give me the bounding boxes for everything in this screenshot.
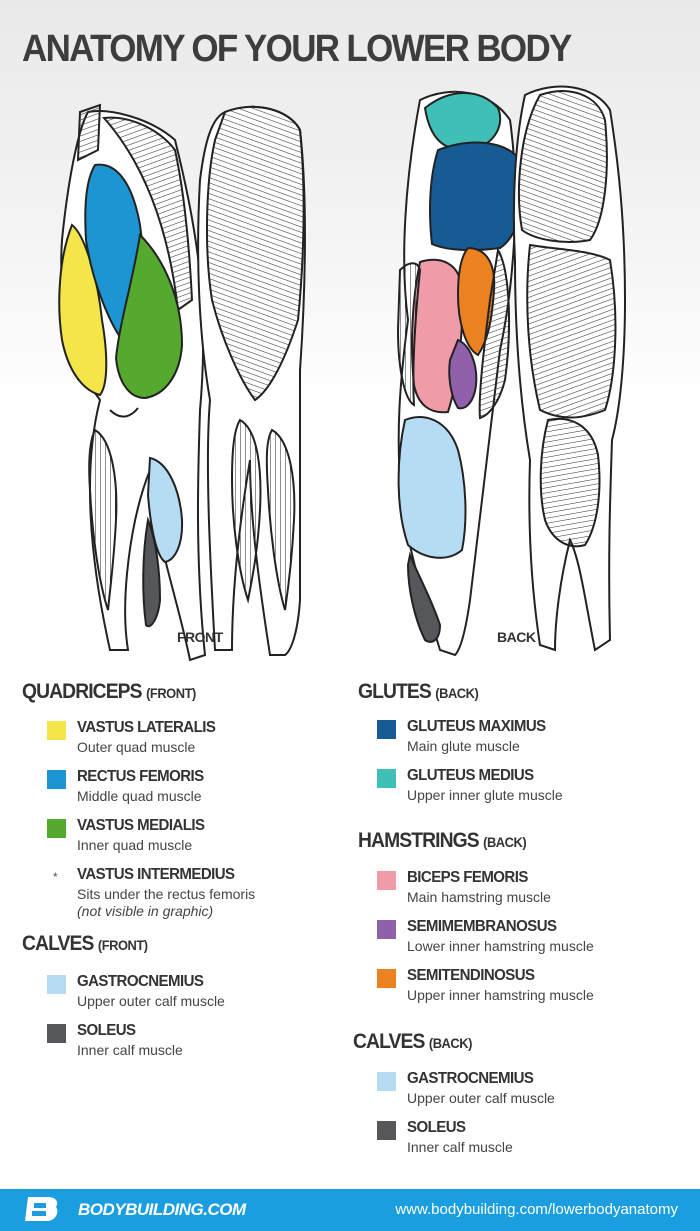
legend-item-name: RECTUS FEMORIS [77, 768, 204, 785]
legend-item-name: SOLEUS [407, 1119, 466, 1136]
legend-item-desc: Inner calf muscle [407, 1139, 513, 1155]
glutes-subtitle: (BACK) [435, 685, 479, 701]
legend-item-desc: Upper outer calf muscle [407, 1090, 555, 1106]
legend-item-name: GLUTEUS MEDIUS [407, 767, 534, 784]
gastrocnemius-swatch [47, 975, 66, 994]
legend-item-name: SEMIMEMBRANOSUS [407, 918, 557, 935]
hamstrings-heading: HAMSTRINGS (BACK) [358, 829, 541, 853]
legend-item-desc: Inner calf muscle [77, 1042, 183, 1058]
quadriceps-title: QUADRICEPS [22, 680, 143, 703]
gluteus-medius-swatch [377, 769, 396, 788]
legend-item-name: BICEPS FEMORIS [407, 869, 528, 886]
legend-item-name: GLUTEUS MAXIMUS [407, 718, 546, 735]
gluteus-maximus-swatch [377, 720, 396, 739]
legend-item-note: (not visible in graphic) [77, 903, 214, 919]
legend-item-name: GASTROCNEMIUS [77, 973, 204, 990]
calves-back-title: CALVES [353, 1030, 425, 1053]
calves-front-heading: CALVES (FRONT) [22, 932, 159, 956]
vastus-medialis-swatch [47, 819, 66, 838]
legend-item-desc: Main glute muscle [407, 738, 520, 754]
legend-item-desc: Outer quad muscle [77, 739, 196, 755]
front-view [58, 103, 306, 662]
bodybuilding-logo-icon[interactable] [22, 1195, 62, 1225]
asterisk-marker: * [53, 870, 58, 884]
vastus-lateralis-swatch [47, 721, 66, 740]
calves-front-subtitle: (FRONT) [97, 937, 148, 953]
quadriceps-heading: QUADRICEPS (FRONT) [22, 680, 211, 704]
glutes-title: GLUTES [358, 680, 432, 703]
back-view-label: BACK [497, 629, 536, 645]
calves-front-title: CALVES [22, 932, 94, 955]
back-view [396, 85, 627, 657]
footer-bar: BODYBUILDING.COM www.bodybuilding.com/lo… [0, 1189, 700, 1231]
soleus-swatch [47, 1024, 66, 1043]
hamstrings-title: HAMSTRINGS [358, 829, 480, 852]
calves-back-subtitle: (BACK) [428, 1035, 472, 1051]
legend-item-desc: Upper inner hamstring muscle [407, 987, 594, 1003]
legend-item-name: VASTUS LATERALIS [77, 719, 216, 736]
legend-item-desc: Lower inner hamstring muscle [407, 938, 594, 954]
gastrocnemius-swatch [377, 1072, 396, 1091]
biceps-femoris-swatch [377, 871, 396, 890]
soleus-swatch [377, 1121, 396, 1140]
legend-item-name: VASTUS INTERMEDIUS [77, 866, 235, 883]
legend-item-name: VASTUS MEDIALIS [77, 817, 205, 834]
hamstrings-subtitle: (BACK) [483, 834, 527, 850]
quadriceps-subtitle: (FRONT) [146, 685, 196, 701]
legend-item-desc: Sits under the rectus femoris [77, 886, 256, 902]
page-title: ANATOMY OF YOUR LOWER BODY [22, 28, 572, 70]
glutes-heading: GLUTES (BACK) [358, 680, 489, 704]
leg-anatomy-illustration [58, 85, 627, 662]
semitendinosus-swatch [377, 969, 396, 988]
brand-name[interactable]: BODYBUILDING.COM [78, 1200, 246, 1219]
legend-item-desc: Middle quad muscle [77, 788, 202, 804]
legend-item-desc: Upper outer calf muscle [77, 993, 225, 1009]
rectus-femoris-swatch [47, 770, 66, 789]
legend-item-name: SOLEUS [77, 1022, 136, 1039]
legend-item-name: SEMITENDINOSUS [407, 967, 535, 984]
legend-item-desc: Main hamstring muscle [407, 889, 551, 905]
calves-back-heading: CALVES (BACK) [353, 1030, 482, 1054]
legend-item-desc: Inner quad muscle [77, 837, 193, 853]
semimembranosus-swatch [377, 920, 396, 939]
footer-url-link[interactable]: www.bodybuilding.com/lowerbodyanatomy [395, 1201, 678, 1218]
legend-item-name: GASTROCNEMIUS [407, 1070, 534, 1087]
front-view-label: FRONT [177, 629, 223, 645]
legend-item-desc: Upper inner glute muscle [407, 787, 563, 803]
